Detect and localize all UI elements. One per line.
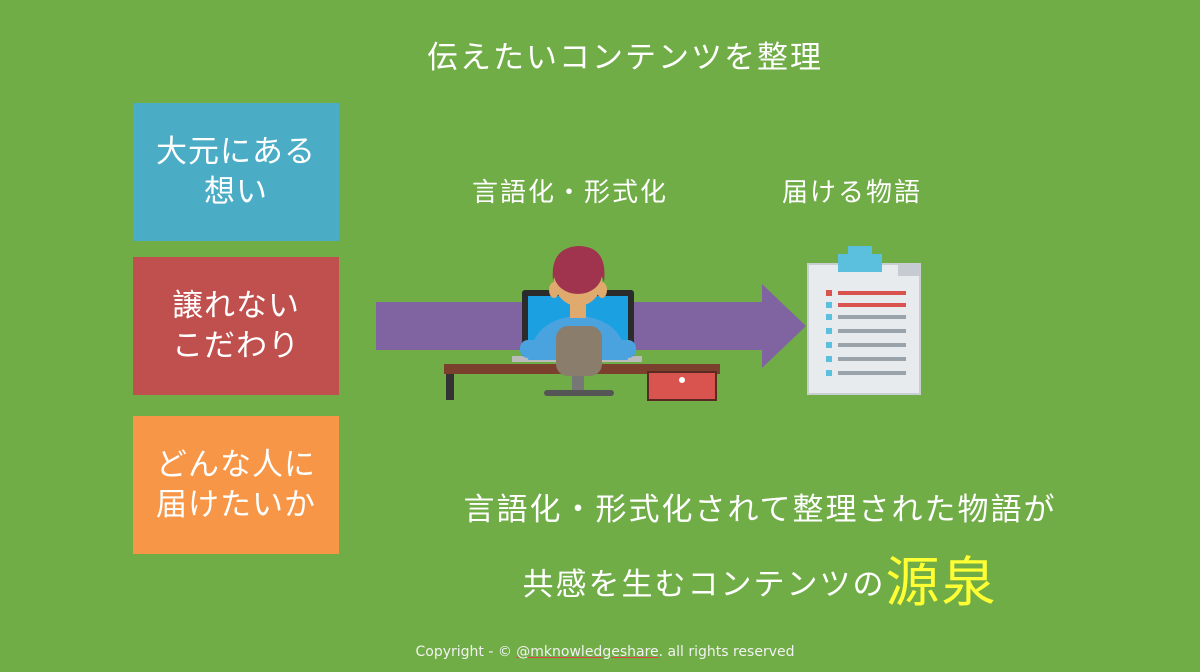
box-original-thought: 大元にある 想い xyxy=(133,103,339,241)
person-at-computer-icon xyxy=(444,246,720,401)
clipboard-document-icon xyxy=(807,246,921,395)
copyright-handle: @mknowledgeshare xyxy=(516,644,659,660)
box-target-audience: どんな人に 届けたいか xyxy=(133,416,339,554)
box-commitment-line2: こだわり xyxy=(172,328,300,364)
copyright-suffix: . all rights reserved xyxy=(658,644,795,660)
summary-line2: 共感を生むコンテンツの源泉 xyxy=(400,538,1120,617)
label-verbalize: 言語化・形式化 xyxy=(472,178,669,208)
summary-line1: 言語化・形式化されて整理された物語が xyxy=(463,492,1057,528)
box-target-audience-line2: 届けたいか xyxy=(156,487,316,523)
box-target-audience-line1: どんな人に xyxy=(156,447,316,483)
summary-highlight: 源泉 xyxy=(885,551,998,614)
label-story: 届ける物語 xyxy=(782,178,923,208)
summary-line2-prefix: 共感を生むコンテンツの xyxy=(522,567,886,603)
copyright-footer: Copyright - © @mknowledgeshare. all righ… xyxy=(0,644,1200,660)
copyright-prefix: Copyright - © xyxy=(415,644,517,660)
box-commitment: 譲れない こだわり xyxy=(133,257,339,395)
box-original-thought-line1: 大元にある xyxy=(156,134,316,170)
box-commitment-line1: 譲れない xyxy=(172,288,300,324)
page-title: 伝えたいコンテンツを整理 xyxy=(427,40,823,76)
box-original-thought-line2: 想い xyxy=(204,174,268,210)
